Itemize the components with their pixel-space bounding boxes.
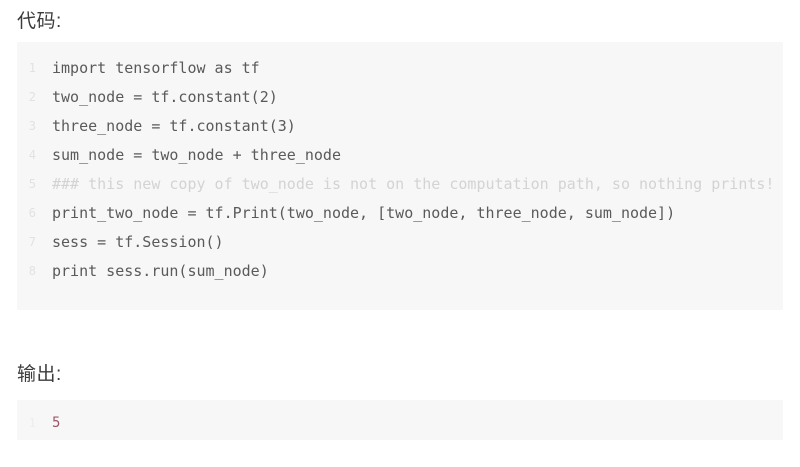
code-line-list: 1 import tensorflow as tf 2 two_node = tf.c…	[17, 42, 783, 298]
line-number: 4	[28, 148, 36, 162]
code-line-row: 2 two_node = tf.constant(2)	[17, 83, 783, 112]
code-line-row: 5 ### this new copy of two_node is not on…	[17, 170, 783, 199]
output-section-heading: 输出:	[17, 364, 62, 385]
code-line-text: import tensorflow as tf	[52, 59, 260, 77]
line-number: 7	[28, 235, 36, 249]
code-line-text: ### this new copy of two_node is not on …	[52, 175, 775, 193]
code-line-row: 7 sess = tf.Session()	[17, 228, 783, 257]
code-line-text: two_node = tf.constant(2)	[52, 88, 278, 106]
line-number: 3	[28, 119, 36, 133]
code-block-source[interactable]: 1 import tensorflow as tf 2 two_node = tf.c…	[17, 42, 783, 310]
line-number: 5	[28, 177, 36, 191]
line-number: 1	[28, 61, 36, 75]
code-line-text: print_two_node = tf.Print(two_node, [two…	[52, 204, 676, 222]
code-line-row: 4 sum_node = two_node + three_node	[17, 141, 783, 170]
code-line-row: 1 import tensorflow as tf	[17, 54, 783, 83]
code-line-text: sum_node = two_node + three_node	[52, 146, 341, 164]
code-line-text: print sess.run(sum_node)	[52, 262, 269, 280]
code-line-row: 3 three_node = tf.constant(3)	[17, 112, 783, 141]
code-section-heading: 代码:	[17, 11, 62, 32]
code-line-row: 6 print_two_node = tf.Print(two_node, [tw…	[17, 199, 783, 228]
line-number: 1	[28, 416, 36, 430]
code-line-text: three_node = tf.constant(3)	[52, 117, 296, 135]
code-line-text: 5	[52, 415, 61, 431]
line-number: 8	[28, 264, 36, 278]
code-line-row: 8 print sess.run(sum_node)	[17, 257, 783, 286]
line-number: 6	[28, 206, 36, 220]
line-number: 2	[28, 90, 36, 104]
code-line-text: sess = tf.Session()	[52, 233, 224, 251]
